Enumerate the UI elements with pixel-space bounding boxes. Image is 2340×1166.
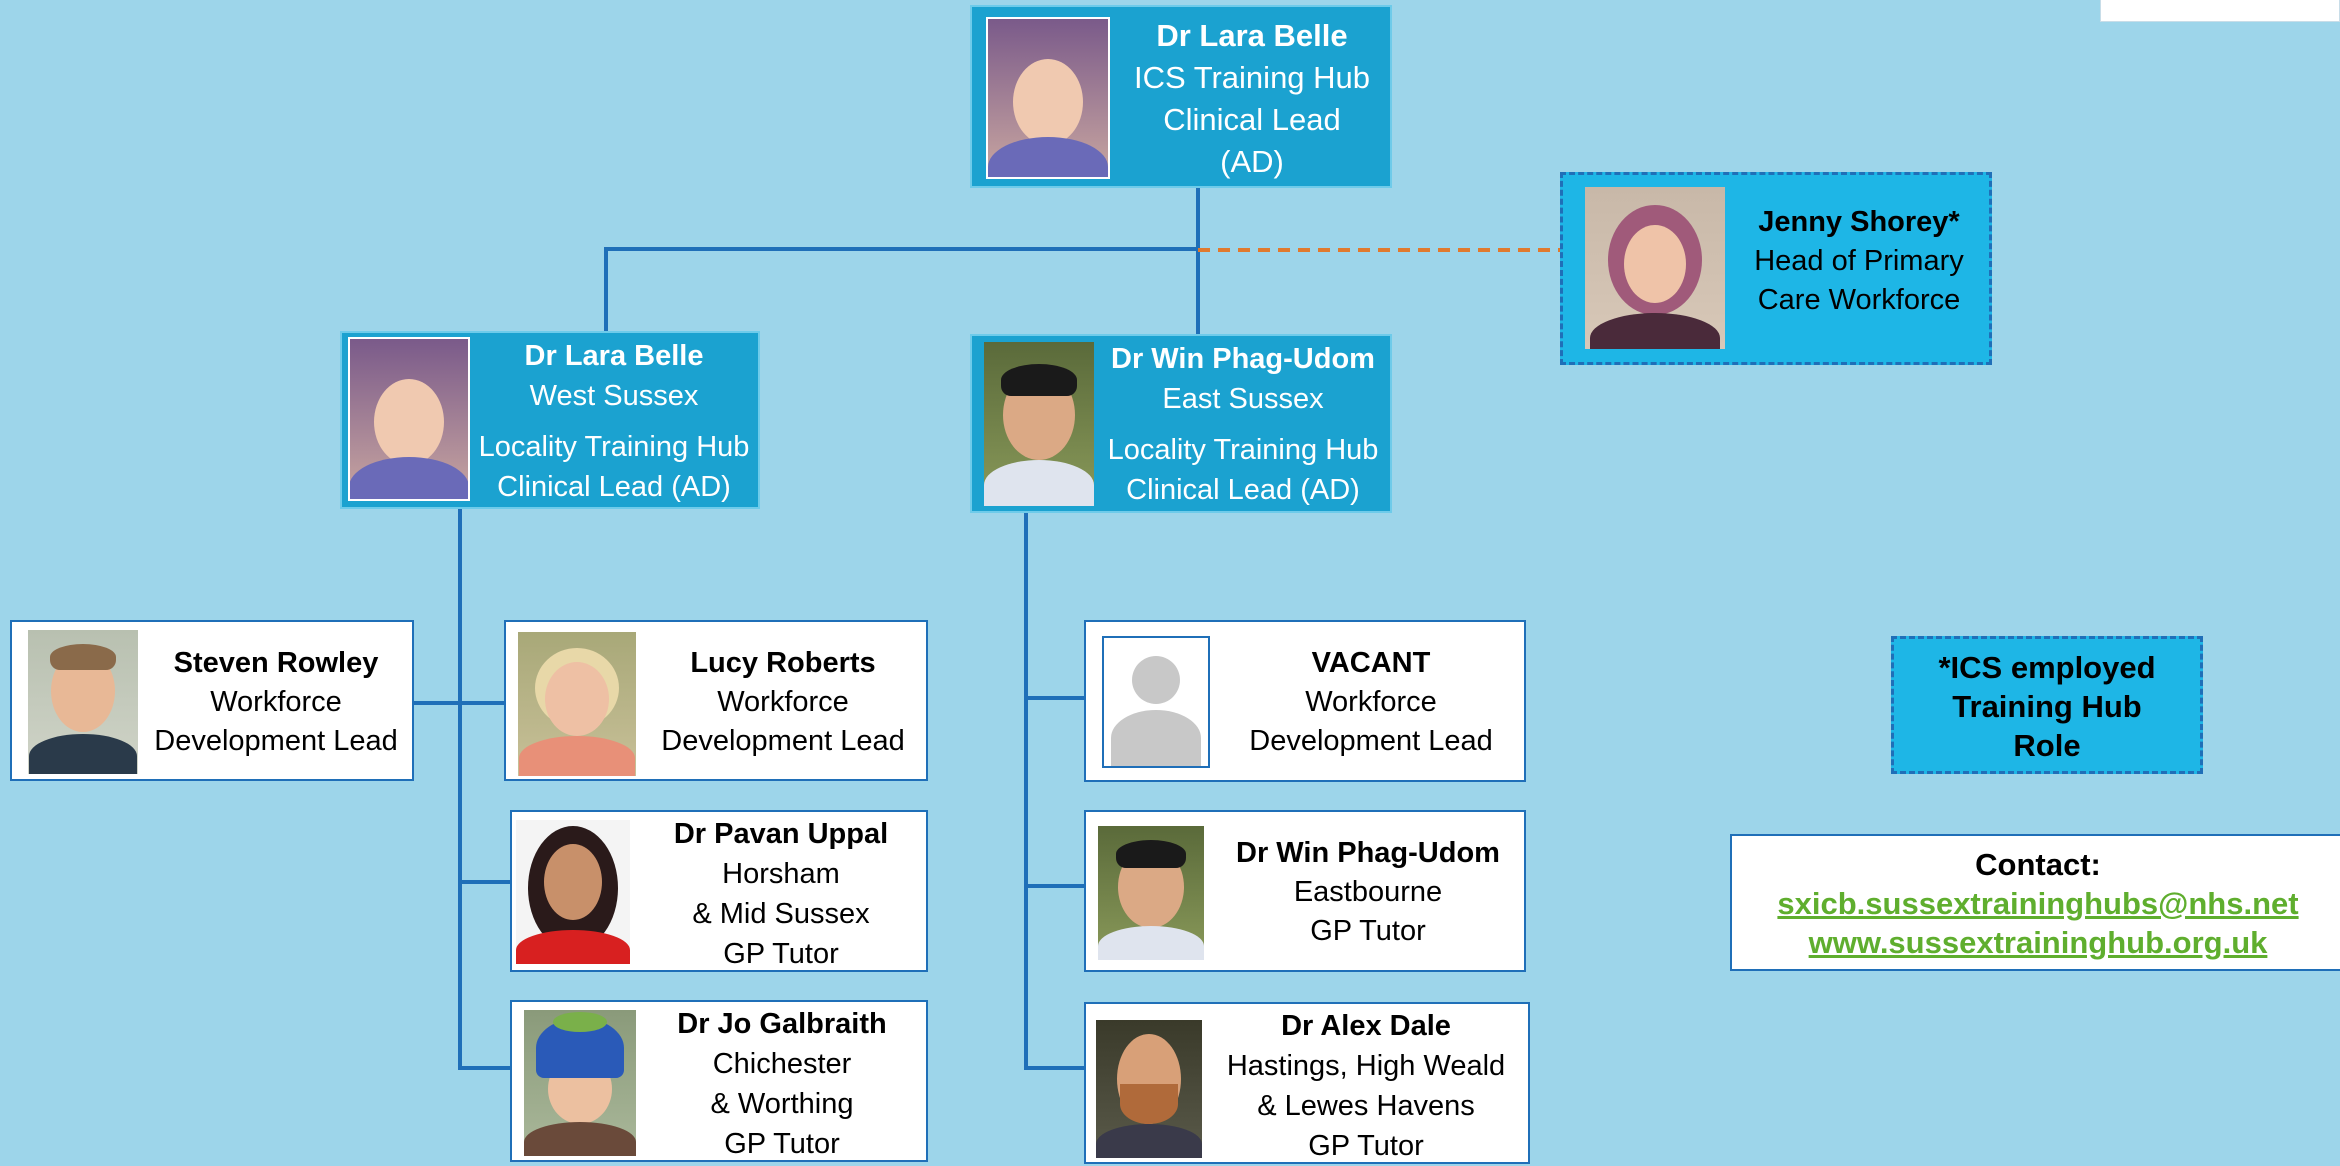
jo-line3: GP Tutor [724,1128,840,1161]
lucy-roberts-photo [518,632,636,776]
ics-note-line2: Training Hub [1952,688,2142,724]
lucy-roberts-card: Lucy Roberts Workforce Development Lead [504,620,928,781]
vacant-card: VACANT Workforce Development Lead [1084,620,1526,782]
jenny-shorey-photo [1585,187,1725,349]
alex-name: Dr Alex Dale [1281,1010,1451,1042]
pavan-line1: Horsham [722,858,840,891]
top-right-cropped-box [2100,0,2340,22]
east-sussex-lead-card: Dr Win Phag-Udom East Sussex Locality Tr… [970,334,1392,513]
win-tutor-line2: GP Tutor [1310,915,1426,948]
alex-dale-photo [1096,1020,1202,1158]
pavan-uppal-card: Dr Pavan Uppal Horsham & Mid Sussex GP T… [510,810,928,972]
vacant-placeholder-avatar [1102,636,1210,768]
lucy-name: Lucy Roberts [690,647,876,679]
contact-card: Contact: sxicb.sussextraininghubs@nhs.ne… [1730,834,2340,971]
connector-top-vertical [1196,186,1200,338]
jo-galbraith-photo [524,1010,636,1156]
jo-line1: Chichester [712,1048,852,1081]
top-lead-name: Dr Lara Belle [1156,18,1348,53]
connector-steven [412,701,508,705]
steven-line2: Development Lead [154,725,398,758]
jenny-line2: Care Workforce [1757,284,1961,317]
east-lead-photo [984,342,1094,506]
east-lead-line3: Clinical Lead (AD) [1126,474,1360,507]
ics-note-line1: *ICS employed [1938,650,2156,685]
connector-west-drop [604,247,608,333]
win-phag-udom-tutor-card: Dr Win Phag-Udom Eastbourne GP Tutor [1084,810,1526,972]
east-lead-region: East Sussex [1162,382,1324,415]
west-sussex-lead-card: Dr Lara Belle West Sussex Locality Train… [340,331,760,509]
jo-galbraith-card: Dr Jo Galbraith Chichester & Worthing GP… [510,1000,928,1162]
jenny-name: Jenny Shorey* [1758,206,1960,238]
win-tutor-line1: Eastbourne [1293,876,1443,909]
lucy-line1: Workforce [717,686,849,719]
ics-employed-note: *ICS employed Training Hub Role [1891,636,2203,774]
west-lead-line3: Clinical Lead (AD) [497,471,731,504]
connector-alex [1024,1066,1086,1070]
connector-top-horizontal [604,247,1200,251]
jenny-shorey-card: Jenny Shorey* Head of Primary Care Workf… [1560,172,1992,365]
east-lead-line2: Locality Training Hub [1107,434,1379,467]
contact-website-link[interactable]: www.sussextraininghub.org.uk [1808,924,2268,960]
west-lead-photo [348,337,470,501]
vacant-name: VACANT [1311,647,1431,679]
alex-line2: & Lewes Havens [1257,1090,1475,1123]
pavan-uppal-photo [516,820,630,964]
east-lead-name: Dr Win Phag-Udom [1111,343,1375,375]
vacant-line2: Development Lead [1249,725,1493,758]
connector-pavan [458,880,512,884]
west-lead-name: Dr Lara Belle [524,340,704,372]
pavan-name: Dr Pavan Uppal [673,818,889,850]
alex-dale-card: Dr Alex Dale Hastings, High Weald & Lewe… [1084,1002,1530,1164]
connector-jo [458,1066,512,1070]
win-tutor-name: Dr Win Phag-Udom [1236,837,1500,869]
top-lead-line1: ICS Training Hub [1133,59,1371,95]
steven-rowley-photo [28,630,138,774]
jo-name: Dr Jo Galbraith [677,1008,887,1040]
top-lead-card: Dr Lara Belle ICS Training Hub Clinical … [970,5,1392,188]
dashed-link-jenny [1198,248,1560,252]
top-lead-line2: Clinical Lead [1163,101,1341,137]
alex-line1: Hastings, High Weald [1226,1050,1506,1083]
connector-win-tutor [1024,884,1086,888]
ics-note-line3: Role [2013,727,2081,763]
steven-name: Steven Rowley [173,647,379,679]
top-lead-line3: (AD) [1220,143,1284,179]
steven-rowley-card: Steven Rowley Workforce Development Lead [10,620,414,781]
placeholder-person-icon [1132,656,1180,704]
pavan-line3: GP Tutor [723,938,839,971]
connector-east-trunk [1024,512,1028,1070]
west-lead-line2: Locality Training Hub [478,431,750,464]
alex-line3: GP Tutor [1308,1130,1424,1163]
connector-vacant [1024,696,1086,700]
lara-belle-photo [986,17,1110,179]
west-lead-region: West Sussex [529,379,699,412]
connector-west-trunk [458,506,462,1070]
jo-line2: & Worthing [710,1088,854,1121]
lucy-line2: Development Lead [661,725,905,758]
contact-email-link[interactable]: sxicb.sussextraininghubs@nhs.net [1777,885,2299,921]
pavan-line2: & Mid Sussex [692,898,870,931]
vacant-line1: Workforce [1305,686,1437,719]
jenny-line1: Head of Primary [1754,245,1964,278]
steven-line1: Workforce [210,686,342,719]
win-tutor-photo [1098,826,1204,960]
contact-label: Contact: [1975,847,2101,882]
